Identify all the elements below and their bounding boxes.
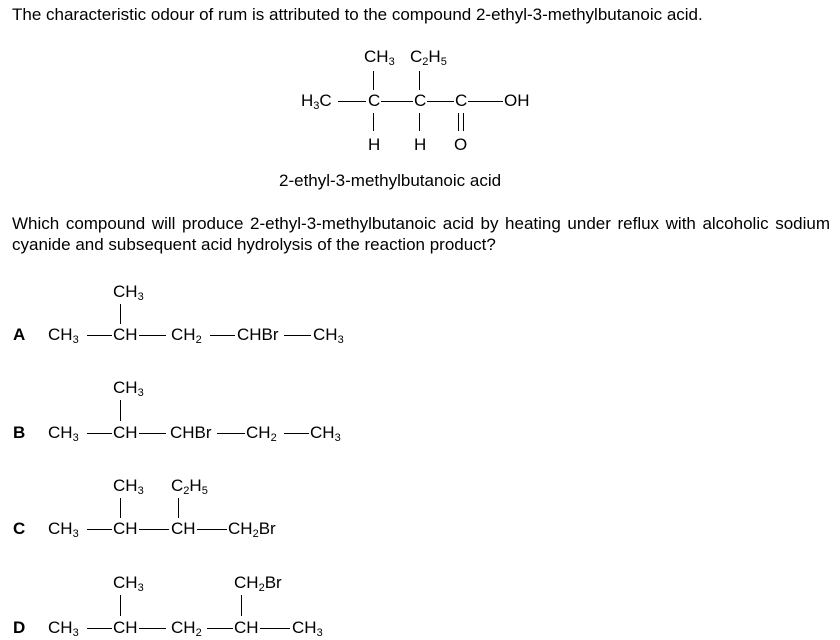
struct-c3: C <box>455 91 468 110</box>
struct-bond-v1-bottom <box>373 113 375 131</box>
struct-top-c2h5: C2H5 <box>410 47 447 68</box>
option-c-bond-v1 <box>120 498 122 518</box>
compound-name: 2-ethyl-3-methylbutanoic acid <box>279 171 502 190</box>
option-d-ch-b: CH <box>234 618 259 637</box>
struct-h3c: H3C <box>301 91 332 112</box>
option-d-bond-2 <box>139 628 166 630</box>
option-a-ch: CH <box>113 325 138 344</box>
option-b-ch2: CH2 <box>246 423 277 444</box>
option-b-label: B <box>13 423 26 442</box>
struct-c1: C <box>368 91 381 110</box>
option-a-bond-2 <box>139 335 166 337</box>
option-a-bond-1 <box>87 335 112 337</box>
struct-top-ch3: CH3 <box>364 47 395 68</box>
option-d-top-ch2br: CH2Br <box>234 573 282 594</box>
option-a-ch3: CH3 <box>48 325 79 346</box>
option-d-ch3-end: CH3 <box>292 618 323 639</box>
struct-bond-h2 <box>381 101 413 103</box>
option-b-bond-4 <box>284 433 309 435</box>
struct-oh: OH <box>504 91 530 110</box>
option-c-bond-1 <box>87 529 112 531</box>
option-c-top-ch3: CH3 <box>113 476 144 497</box>
option-b-top-ch3: CH3 <box>113 378 144 399</box>
option-d-bond-4 <box>260 628 290 630</box>
option-c-bond-v2 <box>178 498 180 518</box>
option-c-top-c2h5: C2H5 <box>171 476 208 497</box>
struct-bond-h3 <box>427 101 454 103</box>
option-d-top-ch3: CH3 <box>113 573 144 594</box>
struct-bond-v1-top <box>373 71 375 90</box>
option-c-label: C <box>13 519 26 538</box>
option-c-bond-3 <box>197 529 227 531</box>
struct-h1: H <box>368 135 381 154</box>
option-d-ch3: CH3 <box>48 618 79 639</box>
option-c-ch2br: CH2Br <box>228 519 276 540</box>
struct-bond-v2-top <box>419 71 421 90</box>
option-b-bond-v <box>120 400 122 421</box>
option-a-ch2: CH2 <box>171 325 202 346</box>
option-c-ch: CH <box>113 519 138 538</box>
option-d-ch2: CH2 <box>171 618 202 639</box>
option-a-label: A <box>13 325 26 344</box>
option-a-bond-v <box>120 304 122 324</box>
option-a-bond-4 <box>284 335 311 337</box>
option-b-chbr: CHBr <box>170 423 212 442</box>
option-b-bond-2 <box>139 433 166 435</box>
option-b-bond-3 <box>217 433 245 435</box>
option-a-top-ch3: CH3 <box>113 282 144 303</box>
option-d-bond-v1 <box>120 595 122 616</box>
intro-text: The characteristic odour of rum is attri… <box>12 5 703 24</box>
struct-double-bond-b <box>463 113 465 131</box>
struct-bond-h4 <box>468 101 503 103</box>
option-c-ch-b: CH <box>171 519 196 538</box>
struct-bond-h1 <box>338 101 366 103</box>
option-b-ch3-end: CH3 <box>310 423 341 444</box>
option-c-ch3: CH3 <box>48 519 79 540</box>
option-a-bond-3 <box>210 335 235 337</box>
struct-double-bond-a <box>458 113 460 131</box>
option-b-ch3: CH3 <box>48 423 79 444</box>
option-d-bond-1 <box>87 628 112 630</box>
option-d-bond-3 <box>207 628 233 630</box>
struct-bond-v2-bottom <box>419 113 421 131</box>
struct-o: O <box>454 135 468 154</box>
option-d-label: D <box>13 618 26 637</box>
option-b-ch: CH <box>113 423 138 442</box>
option-a-ch3-end: CH3 <box>313 325 344 346</box>
option-d-ch: CH <box>113 618 138 637</box>
struct-h2: H <box>414 135 427 154</box>
option-d-bond-v2 <box>241 595 243 616</box>
struct-c2: C <box>414 91 427 110</box>
option-a-chbr: CHBr <box>237 325 279 344</box>
option-b-bond-1 <box>87 433 112 435</box>
question-text: Which compound will produce 2-ethyl-3-me… <box>12 214 830 254</box>
option-c-bond-2 <box>139 529 169 531</box>
